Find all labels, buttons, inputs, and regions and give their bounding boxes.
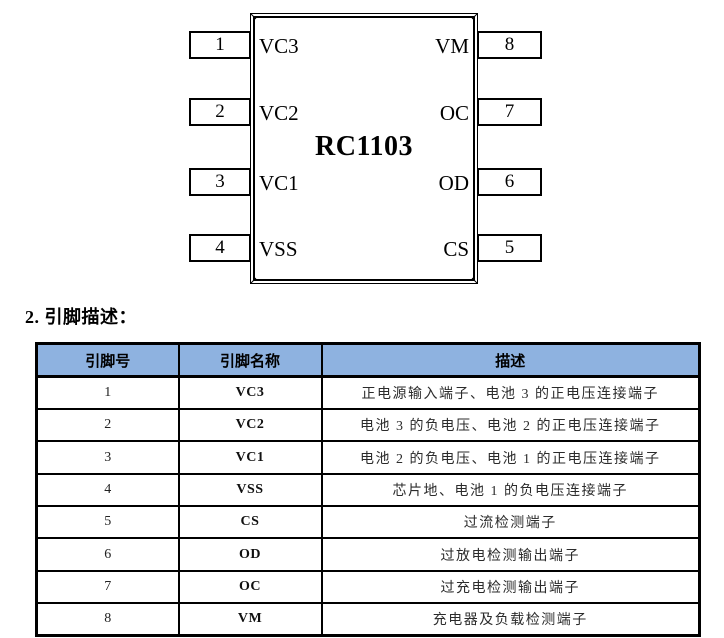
cell-pin-name: VC3 xyxy=(177,375,323,411)
pin-box-6: 6 xyxy=(477,168,542,196)
cell-pin-number: 3 xyxy=(35,440,180,475)
chip-body-inner-border xyxy=(253,16,475,281)
cell-description: 电池 3 的负电压、电池 2 的正电压连接端子 xyxy=(320,408,701,443)
cell-pin-number: 5 xyxy=(35,505,180,540)
pin-diagram: 1 2 3 4 8 7 6 5 RC1103 VC3 VC2 VC1 VSS V… xyxy=(0,0,724,300)
table-row: 2 VC2 电池 3 的负电压、电池 2 的正电压连接端子 xyxy=(35,408,701,443)
table-row: 7 OC 过充电检测输出端子 xyxy=(35,569,701,605)
cell-pin-name: OC xyxy=(177,569,323,605)
cell-pin-number: 4 xyxy=(35,472,180,508)
pin-number: 6 xyxy=(504,171,515,192)
cell-description: 充电器及负载检测端子 xyxy=(320,602,701,637)
cell-pin-name: VM xyxy=(177,602,323,637)
pin-number: 2 xyxy=(215,101,225,122)
pin-name-vc3: VC3 xyxy=(259,34,299,58)
chip-part-number: RC1103 xyxy=(315,131,413,162)
pin-name-vc2: VC2 xyxy=(259,101,299,125)
cell-pin-number: 8 xyxy=(35,602,180,637)
cell-pin-number: 6 xyxy=(35,537,180,572)
pin-number: 7 xyxy=(504,101,515,122)
pin-box-5: 5 xyxy=(477,234,542,262)
cell-pin-number: 2 xyxy=(35,408,180,443)
table-row: 8 VM 充电器及负载检测端子 xyxy=(35,602,701,637)
cell-pin-name: CS xyxy=(177,505,323,540)
cell-pin-name: VC1 xyxy=(177,440,323,475)
pin-box-2: 2 xyxy=(189,98,251,126)
header-pin-number: 引脚号 xyxy=(35,342,180,379)
pin-name-cs: CS xyxy=(443,237,469,261)
section-heading: 2. 引脚描述： xyxy=(25,307,137,327)
pin-box-8: 8 xyxy=(477,31,542,59)
pin-name-od: OD xyxy=(438,171,469,195)
pin-box-4: 4 xyxy=(189,234,251,262)
cell-pin-name: VC2 xyxy=(177,408,323,443)
pin-box-3: 3 xyxy=(189,168,251,196)
pin-name-oc: OC xyxy=(439,101,469,125)
cell-description: 正电源输入端子、电池 3 的正电压连接端子 xyxy=(320,375,701,411)
header-pin-name: 引脚名称 xyxy=(177,342,323,379)
pin-name-vss: VSS xyxy=(259,237,298,261)
cell-description: 过流检测端子 xyxy=(320,505,701,540)
cell-pin-name: OD xyxy=(177,537,323,572)
table-row: 1 VC3 正电源输入端子、电池 3 的正电压连接端子 xyxy=(35,375,701,411)
pin-number: 1 xyxy=(215,34,225,55)
table-row: 4 VSS 芯片地、电池 1 的负电压连接端子 xyxy=(35,472,701,508)
table-header-row: 引脚号 引脚名称 描述 xyxy=(35,342,701,379)
cell-pin-name: VSS xyxy=(177,472,323,508)
pin-number: 4 xyxy=(215,237,225,258)
pin-number: 3 xyxy=(215,171,225,192)
cell-pin-number: 1 xyxy=(35,375,180,411)
pin-number: 5 xyxy=(504,237,515,258)
pin-name-vm: VM xyxy=(435,34,469,58)
cell-pin-number: 7 xyxy=(35,569,180,605)
pin-name-vc1: VC1 xyxy=(259,171,299,195)
cell-description: 过充电检测输出端子 xyxy=(320,569,701,605)
table-row: 6 OD 过放电检测输出端子 xyxy=(35,537,701,572)
cell-description: 过放电检测输出端子 xyxy=(320,537,701,572)
pin-description-table: 引脚号 引脚名称 描述 1 VC3 正电源输入端子、电池 3 的正电压连接端子 … xyxy=(35,342,701,637)
cell-description: 电池 2 的负电压、电池 1 的正电压连接端子 xyxy=(320,440,701,475)
cell-description: 芯片地、电池 1 的负电压连接端子 xyxy=(320,472,701,508)
header-description: 描述 xyxy=(320,342,701,379)
pin-number: 8 xyxy=(504,34,515,55)
chip-body: RC1103 VC3 VC2 VC1 VSS VM OC OD CS xyxy=(250,13,478,284)
table-row: 3 VC1 电池 2 的负电压、电池 1 的正电压连接端子 xyxy=(35,440,701,475)
table-row: 5 CS 过流检测端子 xyxy=(35,505,701,540)
pin-box-7: 7 xyxy=(477,98,542,126)
pin-box-1: 1 xyxy=(189,31,251,59)
